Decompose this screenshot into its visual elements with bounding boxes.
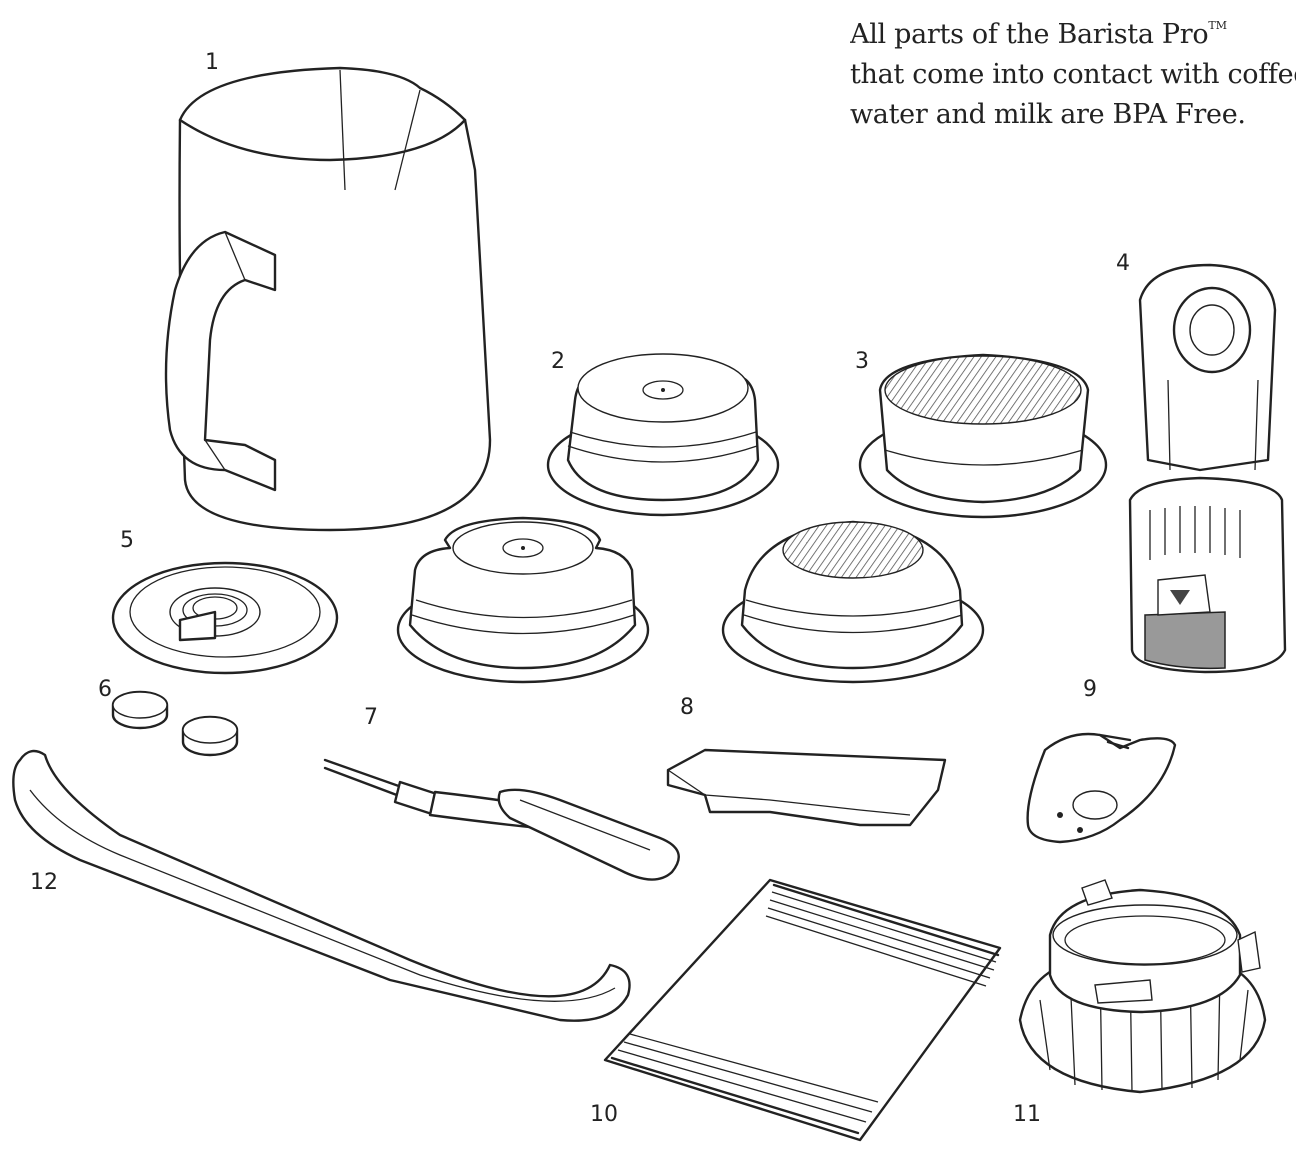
callout-8: 8 bbox=[680, 695, 694, 720]
callout-10: 10 bbox=[590, 1102, 618, 1127]
cleaning-disc bbox=[111, 561, 339, 675]
cleaning-tablets bbox=[111, 690, 239, 757]
dosing-funnel bbox=[1018, 879, 1267, 1094]
callout-9: 9 bbox=[1083, 677, 1097, 702]
milk-jug bbox=[164, 66, 492, 532]
note-line-2: that come into contact with coffee, bbox=[850, 59, 1296, 90]
callout-11: 11 bbox=[1013, 1102, 1041, 1127]
callout-7: 7 bbox=[364, 705, 378, 730]
callout-4: 4 bbox=[1116, 251, 1130, 276]
bpa-free-note: All parts of the Barista ProTM that come… bbox=[850, 6, 1296, 135]
callout-5: 5 bbox=[120, 528, 134, 553]
single-wall-filter-baskets bbox=[396, 353, 780, 684]
descaling-bag bbox=[603, 878, 1002, 1142]
note-line-3: water and milk are BPA Free. bbox=[850, 99, 1246, 130]
callout-6: 6 bbox=[98, 677, 112, 702]
allen-key bbox=[666, 748, 947, 827]
steam-wand-cleaning-tool bbox=[1026, 732, 1177, 844]
callout-1: 1 bbox=[205, 50, 219, 75]
dual-wall-filter-baskets bbox=[721, 353, 1108, 684]
steam-wand-arm bbox=[12, 749, 631, 1022]
cleaning-tool bbox=[323, 758, 680, 881]
trademark-symbol: TM bbox=[1208, 19, 1227, 32]
callout-3: 3 bbox=[855, 349, 869, 374]
callout-2: 2 bbox=[551, 349, 565, 374]
callout-12: 12 bbox=[30, 870, 58, 895]
note-line-1: All parts of the Barista Pro bbox=[850, 19, 1209, 50]
razor-dose-trimming-tool bbox=[1128, 263, 1287, 674]
